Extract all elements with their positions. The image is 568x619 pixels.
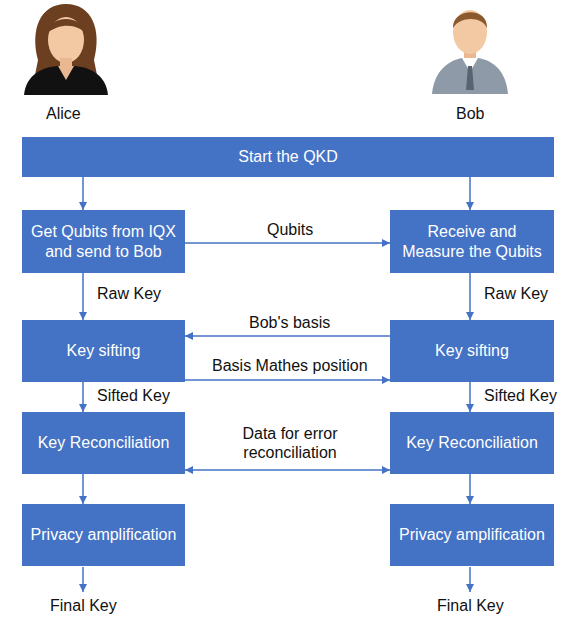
process-box: Key Reconciliation: [22, 412, 185, 474]
flow-arrow: [469, 474, 471, 504]
flow-arrow: [469, 177, 471, 210]
edge-label: Raw Key: [482, 284, 550, 303]
node-text: Key Reconciliation: [406, 433, 538, 453]
node-text: Key sifting: [67, 341, 141, 361]
process-box: Key sifting: [22, 320, 185, 382]
start-band: Start the QKD: [22, 137, 554, 177]
process-box: Get Qubits from IQX and send to Bob: [22, 210, 185, 273]
edge-label: Bob's basis: [247, 313, 332, 332]
node-text: Key sifting: [435, 341, 509, 361]
alice-avatar: [24, 4, 108, 95]
flow-arrow: [469, 382, 471, 412]
flow-arrow: [185, 469, 390, 471]
flow-arrow: [185, 335, 390, 337]
edge-label: Qubits: [265, 220, 315, 239]
figure-label: Final Key: [435, 596, 506, 615]
flow-arrow: [82, 177, 84, 210]
final-key-arrow: [469, 567, 471, 592]
process-box: Privacy amplification: [22, 504, 185, 566]
flow-arrow: [185, 242, 390, 244]
edge-label: Data for error reconciliation: [203, 424, 377, 462]
flow-arrow: [82, 273, 84, 320]
bob-avatar: [432, 10, 508, 94]
node-text: Receive and Measure the Qubits: [398, 222, 546, 262]
figure-label: Bob: [454, 104, 486, 123]
flow-arrow: [469, 273, 471, 320]
process-box: Receive and Measure the Qubits: [390, 210, 554, 273]
figure-label: Alice: [44, 104, 83, 123]
process-box: Key sifting: [390, 320, 554, 382]
flow-arrow: [82, 474, 84, 504]
node-text: Privacy amplification: [31, 525, 177, 545]
node-text: Start the QKD: [238, 147, 338, 167]
process-box: Privacy amplification: [390, 504, 554, 566]
flow-arrow: [185, 379, 390, 381]
edge-label: Sifted Key: [482, 386, 559, 405]
edge-label: Sifted Key: [95, 386, 172, 405]
node-text: Privacy amplification: [399, 525, 545, 545]
node-text: Key Reconciliation: [38, 433, 170, 453]
flow-arrow: [82, 382, 84, 412]
edge-label: Raw Key: [95, 284, 163, 303]
process-box: Key Reconciliation: [390, 412, 554, 474]
final-key-arrow: [82, 567, 84, 592]
figure-label: Final Key: [48, 596, 119, 615]
edge-label: Basis Mathes position: [210, 356, 370, 375]
node-text: Get Qubits from IQX and send to Bob: [30, 222, 177, 262]
